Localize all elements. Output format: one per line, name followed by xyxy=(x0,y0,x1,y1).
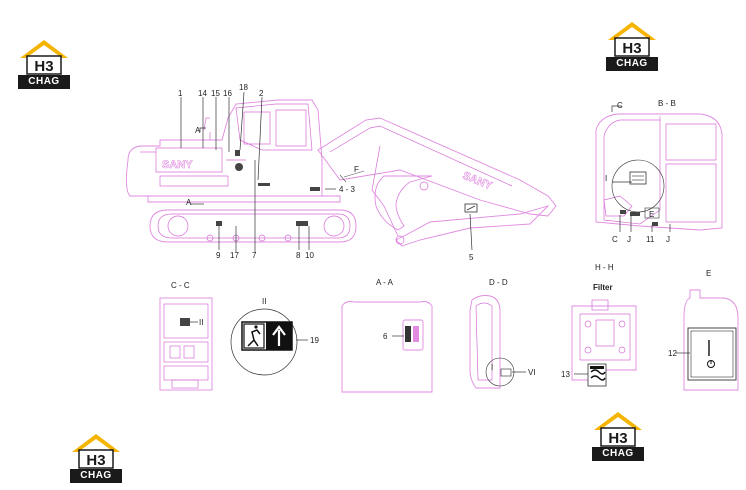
view-label-c-c: C - C xyxy=(171,281,190,290)
callout-11: 11 xyxy=(646,235,655,244)
callout-14: 14 xyxy=(198,89,207,98)
view-label-d-d: D - D xyxy=(489,278,508,287)
leader-lines-main xyxy=(180,91,473,252)
decal-strip xyxy=(310,187,320,191)
view-h-h-filter xyxy=(571,299,637,387)
decal-mark xyxy=(235,150,240,156)
watermark-logo-bottom-left: H3 CHAG xyxy=(70,432,126,486)
section-arrow-a xyxy=(199,127,206,132)
callout-16: 16 xyxy=(223,89,232,98)
logo-wordmark: CHAG xyxy=(606,57,658,71)
logo-wordmark: CHAG xyxy=(70,469,122,483)
view-marker-e: E xyxy=(649,210,654,219)
logo-wordmark: CHAG xyxy=(18,75,70,89)
detail-marker-i-small: I xyxy=(491,363,493,372)
watermark-logo-top-left: H3 CHAG xyxy=(18,38,74,92)
section-marker-a-top: A xyxy=(195,126,201,135)
callout-10: 10 xyxy=(305,251,314,260)
view-d-d xyxy=(469,295,526,389)
boom-brand-lettering: SANY xyxy=(461,170,494,193)
section-marker-c-top: C xyxy=(617,101,623,110)
view-a-a xyxy=(341,301,433,393)
view-c-c xyxy=(159,297,213,391)
view-label-e: E xyxy=(706,269,711,278)
watermark-logo-top-right: H3 CHAG xyxy=(606,20,662,74)
excavator-side-view: SANY SANY xyxy=(125,99,557,247)
section-marker-j-1: J xyxy=(627,235,631,244)
detail-marker-i: I xyxy=(605,174,607,183)
house-icon: H3 xyxy=(72,434,120,469)
view-label-b-b: B - B xyxy=(658,99,676,108)
callout-15: 15 xyxy=(211,89,220,98)
logo-wordmark: CHAG xyxy=(592,447,644,461)
callout-7: 7 xyxy=(252,251,257,260)
callout-2: 2 xyxy=(259,89,264,98)
watermark-logo-bottom-right: H3 CHAG xyxy=(592,410,648,464)
view-b-b-cab xyxy=(595,105,723,232)
decal-dot xyxy=(235,163,243,171)
callout-5: 5 xyxy=(469,253,474,262)
house-icon: H3 xyxy=(20,40,68,75)
callout-9: 9 xyxy=(216,251,221,260)
filter-heading: Filter xyxy=(593,283,613,292)
callout-19: 19 xyxy=(310,336,319,345)
section-marker-j-2: J xyxy=(666,235,670,244)
detail-ii-exit-sign xyxy=(230,308,308,376)
callout-17: 17 xyxy=(230,251,239,260)
detail-title-ii: II xyxy=(262,297,266,306)
filter-decal-icon xyxy=(590,369,606,381)
view-label-a-a: A - A xyxy=(376,278,394,287)
section-marker-a-side: A xyxy=(186,198,192,207)
callout-1: 1 xyxy=(178,89,183,98)
logo-text-top: H3 xyxy=(34,58,53,75)
callout-4-3: 4 - 3 xyxy=(339,185,356,194)
callout-8: 8 xyxy=(296,251,301,260)
logo-text-top: H3 xyxy=(86,452,105,469)
detail-marker-vi: VI xyxy=(528,368,536,377)
section-marker-c-bottom: C xyxy=(612,235,618,244)
brand-lettering: SANY xyxy=(162,159,193,171)
logo-text-top: H3 xyxy=(608,430,627,447)
arrow-up-icon xyxy=(272,325,286,346)
view-label-h-h: H - H xyxy=(595,263,614,272)
callout-18: 18 xyxy=(239,83,248,92)
house-icon: H3 xyxy=(594,412,642,447)
callout-6: 6 xyxy=(383,332,388,341)
house-icon: H3 xyxy=(608,22,656,57)
detail-marker-ii: II xyxy=(199,318,203,327)
decal-strip xyxy=(258,183,270,186)
callout-13: 13 xyxy=(561,370,570,379)
logo-text-top: H3 xyxy=(622,40,641,57)
view-marker-f: F xyxy=(354,165,359,174)
view-e xyxy=(676,289,739,391)
callout-12: 12 xyxy=(668,349,677,358)
